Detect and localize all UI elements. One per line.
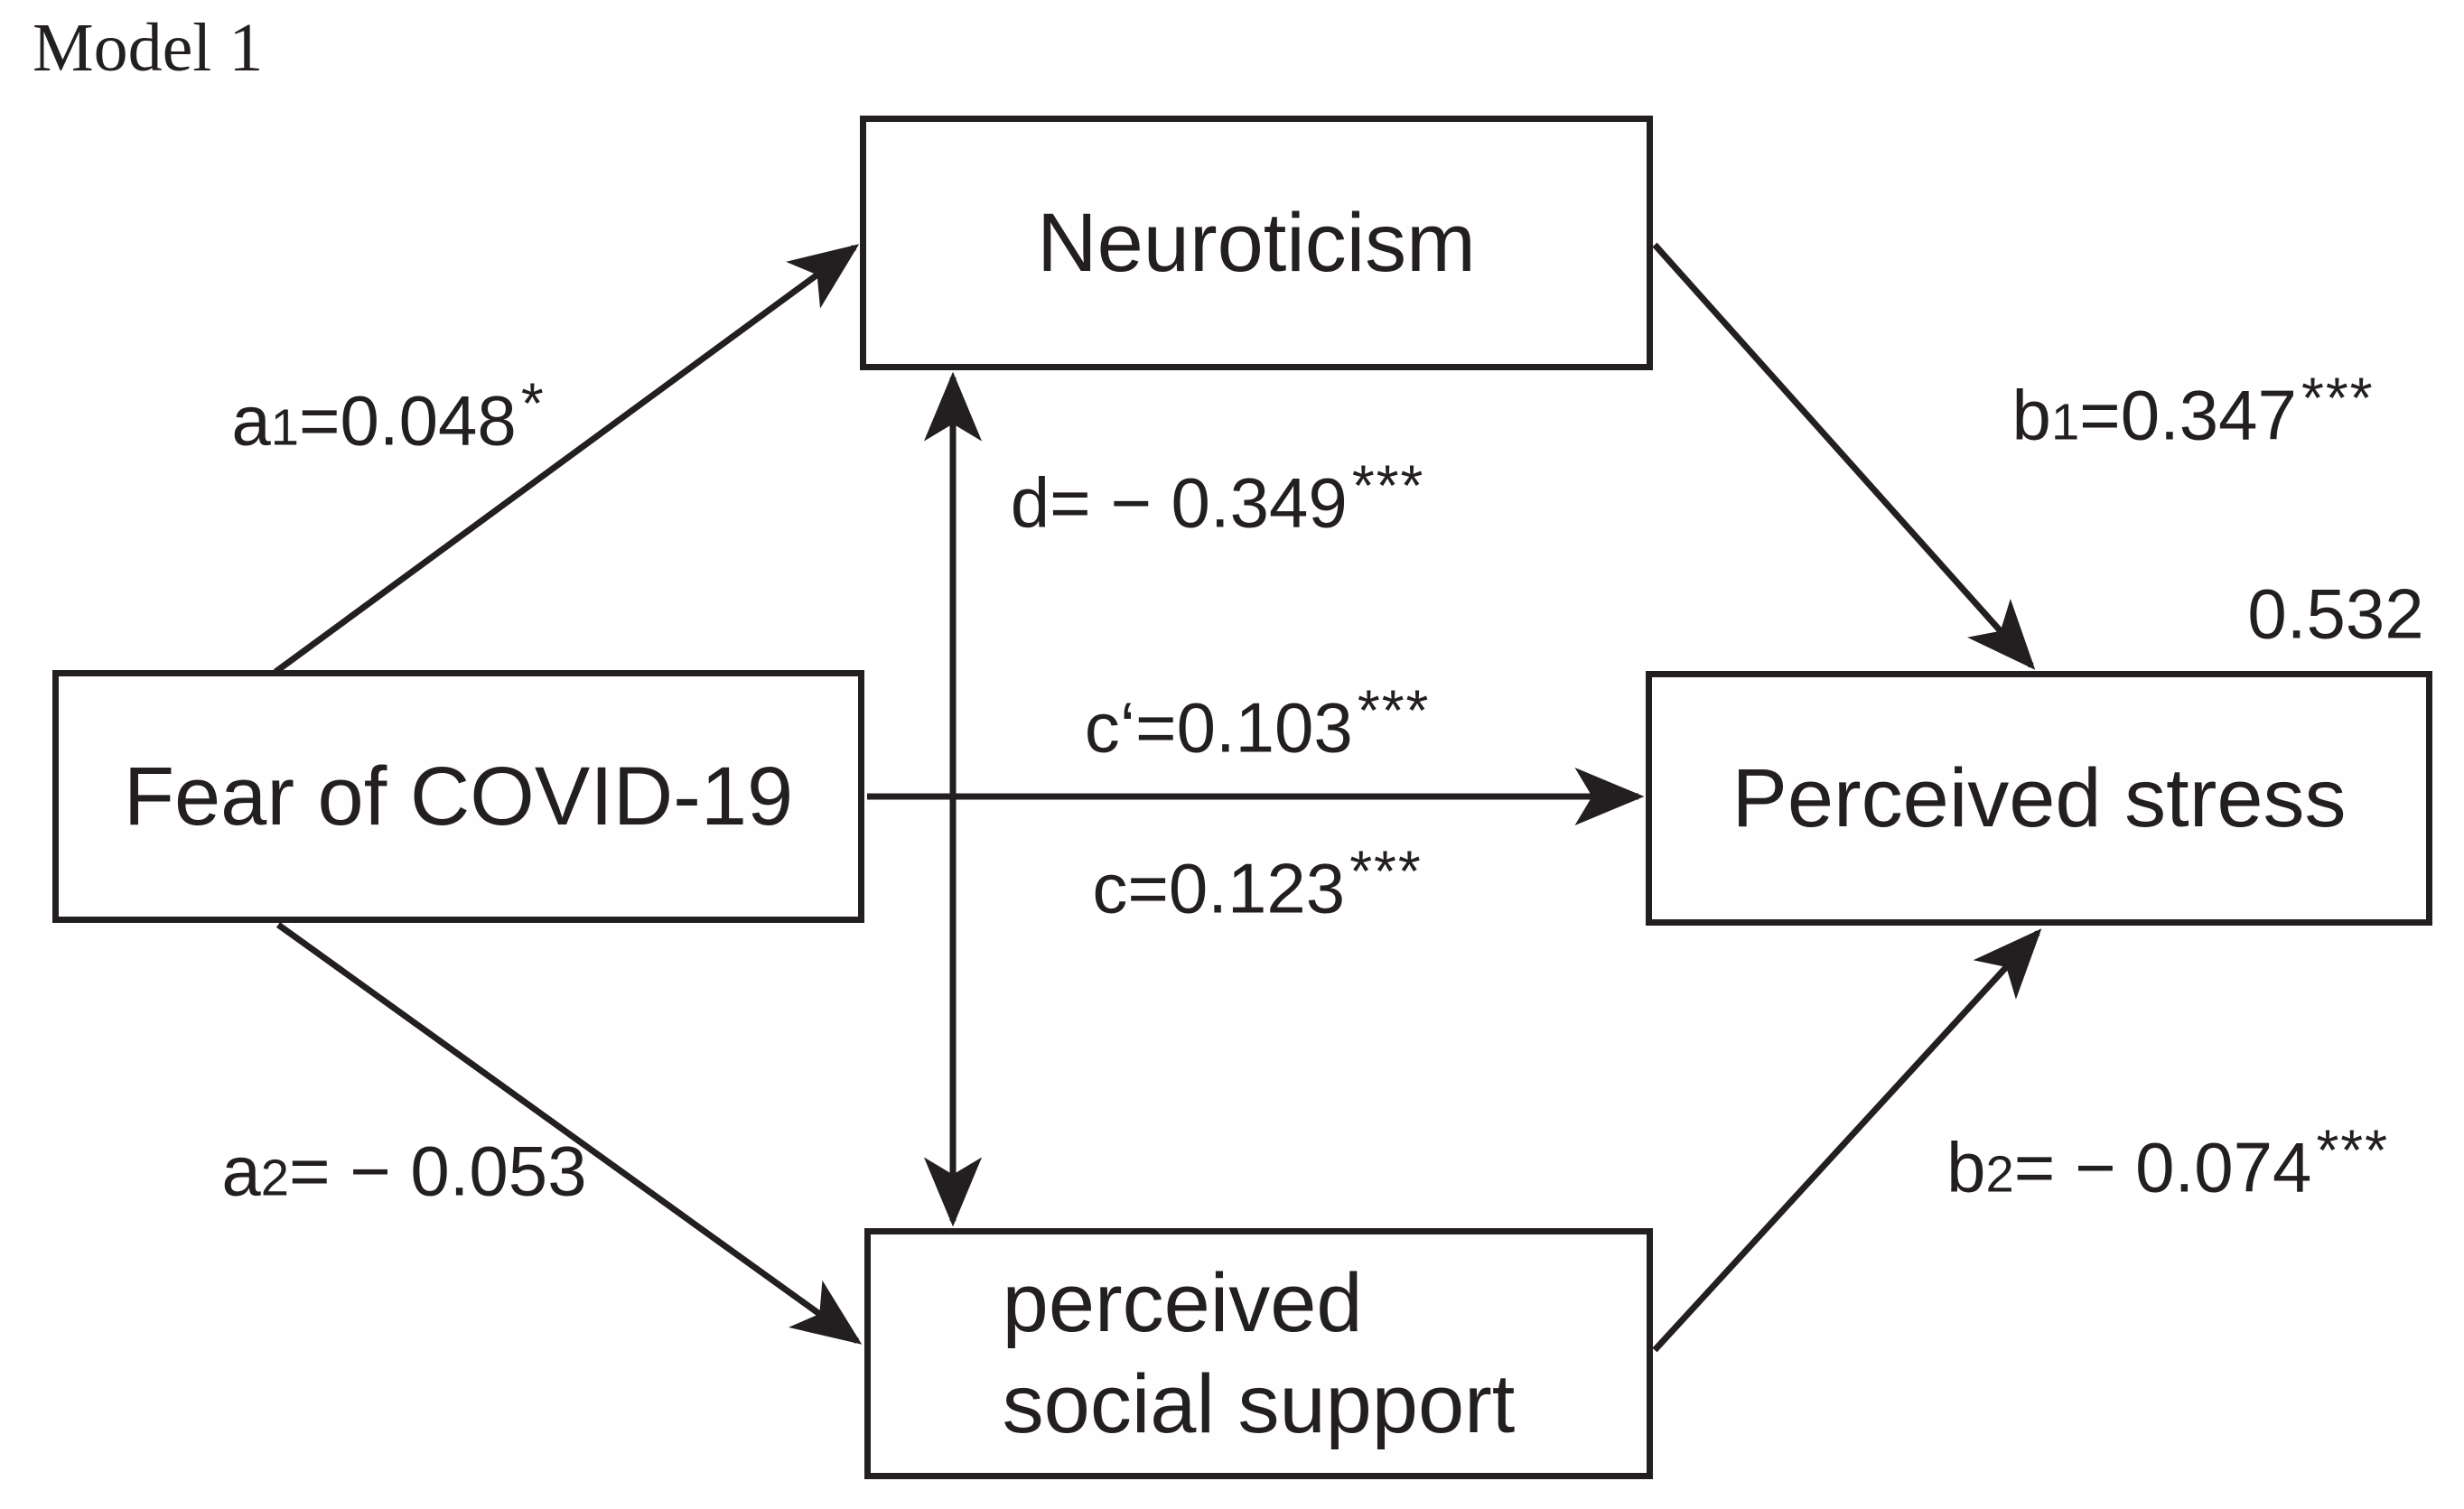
path-label-a2: a2= − 0.053: [221, 1131, 587, 1211]
node-neuroticism: Neuroticism: [860, 116, 1653, 370]
arrow-a1: [273, 244, 860, 675]
node-neuroticism-label: Neuroticism: [1037, 196, 1476, 289]
node-perceived-social-support-label: perceived social support: [1002, 1256, 1516, 1450]
node-perceived-social-support: perceived social support: [864, 1228, 1653, 1479]
arrow-b2: [1652, 928, 2042, 1353]
path-label-c-prime: c‘=0.103***: [1084, 677, 1431, 768]
path-label-a1: a1=0.048*: [231, 370, 546, 461]
node-fear-of-covid19: Fear of COVID-19: [52, 670, 864, 923]
path-label-c: c=0.123***: [1092, 838, 1423, 928]
node-perceived-stress: Perceived stress: [1646, 671, 2432, 926]
arrow-a2: [275, 922, 863, 1345]
path-label-b1: b1=0.347***: [2011, 365, 2375, 455]
residual-value-perceived-stress: 0.532: [2247, 573, 2424, 654]
path-label-d: d= − 0.349***: [1010, 452, 1425, 543]
model-title: Model 1: [33, 10, 264, 86]
node-perceived-stress-label: Perceived stress: [1731, 751, 2347, 844]
path-label-b2: b2= − 0.074***: [1946, 1117, 2389, 1207]
node-fear-of-covid19-label: Fear of COVID-19: [123, 750, 794, 843]
arrow-b1: [1652, 242, 2036, 670]
